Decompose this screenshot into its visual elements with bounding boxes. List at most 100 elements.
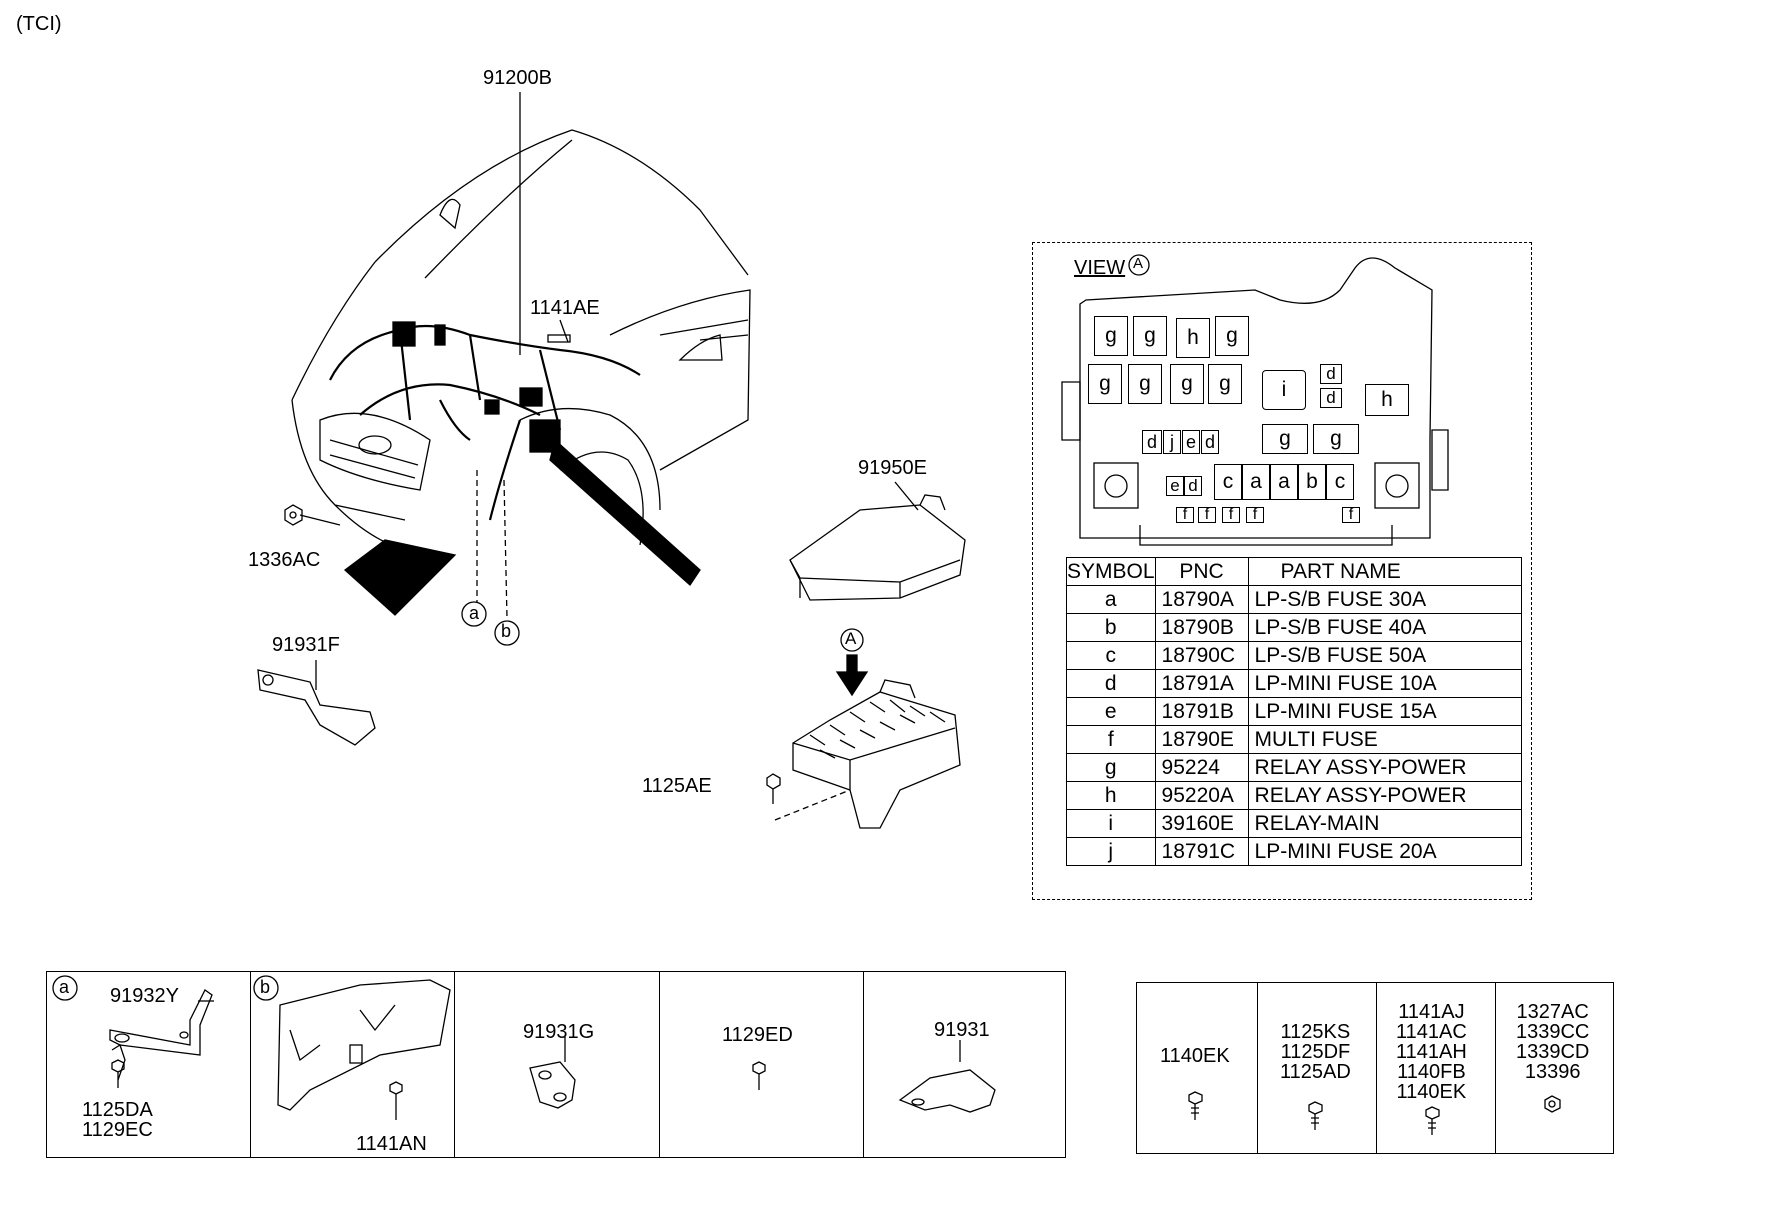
table-cell-pnc: 18791B [1154,697,1249,726]
fuse-box-body [792,679,961,829]
part-number: 1125DA [82,1099,153,1121]
part-91931g: 91931G [523,1021,595,1043]
callout-1125ae: 1125AE [642,775,712,797]
callout-91950e: 91950E [858,457,927,479]
harness-tail-left [343,539,457,616]
fuse-slot: h [1176,318,1210,358]
harness-tail-right [549,438,701,586]
table-cell-name: LP-S/B FUSE 30A [1247,585,1522,614]
bracket-91931 [898,1040,996,1113]
view-title: VIEW [1074,257,1126,279]
fastener-cell-3: 1141AJ 1141AC 1141AH 1140FB 1140EK [1396,1002,1467,1102]
fuse-slot: d [1184,476,1202,496]
table-cell-pnc: 18790C [1154,641,1249,670]
fuse-slot: f [1342,506,1360,523]
fuse-slot: d [1142,430,1162,454]
fuse-slot: e [1166,476,1184,496]
fuse-slot: f [1198,506,1216,523]
detail-strip [46,971,1066,1158]
part-91932y: 91932Y [110,985,179,1007]
fuse-slot: d [1320,364,1342,384]
fastener-cell-1: 1140EK [1160,1046,1230,1066]
part-1141an: 1141AN [356,1133,427,1155]
part-number: 1125DF [1280,1041,1351,1063]
view-title-marker: A [1133,255,1144,272]
callout-1336ac: 1336AC [248,549,321,571]
fuse-slot: f [1222,506,1240,523]
table-cell-name: RELAY ASSY-POWER [1247,753,1522,782]
part-number: 1141AC [1396,1021,1467,1043]
fuse-slot: c [1214,464,1242,500]
table-cell-symbol: i [1066,809,1156,838]
table-cell-pnc: 18790E [1154,725,1249,754]
table-cell-name: LP-MINI FUSE 20A [1247,837,1522,866]
fuse-slot: a [1270,464,1298,500]
callout-1141ae: 1141AE [530,297,600,319]
table-cell-symbol: j [1066,837,1156,866]
fuse-slot: d [1201,430,1219,454]
bracket-91931f [257,660,376,746]
panel-detail-b [277,979,451,1120]
table-cell-pnc: 18790A [1154,585,1249,614]
fastener-cell-4: 1327AC 1339CC 1339CD 13396 [1516,1002,1589,1082]
fuse-slot: f [1246,506,1264,523]
relay-main-slot: i [1262,370,1306,410]
nut-1336ac [284,504,303,526]
part-number: 1140EK [1160,1045,1230,1067]
fuse-slot: g [1170,364,1204,404]
fuse-slot: g [1313,424,1359,454]
fuse-slot: c [1326,464,1354,500]
table-cell-symbol: b [1066,613,1156,642]
clip-marker-a: a [469,603,480,623]
table-cell-symbol: e [1066,697,1156,726]
wiring-harness [329,324,641,521]
fuse-slot: b [1298,464,1326,500]
fuse-slot: h [1365,384,1409,416]
table-cell-name: RELAY-MAIN [1247,809,1522,838]
table-cell-pnc: 95220A [1154,781,1249,810]
table-header-row: SYMBOL PNC PART NAME [1066,557,1522,586]
table-cell-pnc: 39160E [1154,809,1249,838]
table-cell-name: LP-MINI FUSE 10A [1247,669,1522,698]
detail-marker-b: b [260,977,271,997]
fuse-slot: g [1208,364,1242,404]
part-number: 1129EC [82,1119,153,1141]
fuse-slot: g [1088,364,1122,404]
callout-91931f: 91931F [272,634,340,656]
part-stack-a: 1125DA 1129EC [82,1100,153,1140]
fastener-cell-2: 1125KS 1125DF 1125AD [1280,1022,1351,1082]
part-number: 1327AC [1516,1001,1589,1023]
fuse-slot: g [1262,424,1308,454]
column-header: PNC [1154,557,1249,586]
part-number: 1141AH [1396,1041,1467,1063]
part-1129ed: 1129ED [722,1024,793,1046]
table-cell-pnc: 18790B [1154,613,1249,642]
clip-marker-b: b [501,621,512,641]
part-number: 1125KS [1280,1021,1351,1043]
table-cell-name: LP-MINI FUSE 15A [1247,697,1522,726]
harness-connectors [392,321,561,453]
table-cell-name: MULTI FUSE [1247,725,1522,754]
table-cell-name: LP-S/B FUSE 40A [1247,613,1522,642]
fuse-slot: g [1094,316,1128,356]
table-cell-symbol: f [1066,725,1156,754]
table-cell-symbol: a [1066,585,1156,614]
table-cell-symbol: g [1066,753,1156,782]
bracket-91932y [109,989,213,1056]
fuse-slot: g [1215,316,1249,356]
part-number: 1141AJ [1398,1001,1465,1023]
part-number: 1339CC [1516,1021,1590,1043]
column-header: PART NAME [1247,557,1522,586]
bracket-91931g [529,1037,576,1109]
part-number: 13396 [1524,1061,1581,1083]
table-cell-symbol: h [1066,781,1156,810]
part-number: 1125AD [1280,1061,1351,1083]
